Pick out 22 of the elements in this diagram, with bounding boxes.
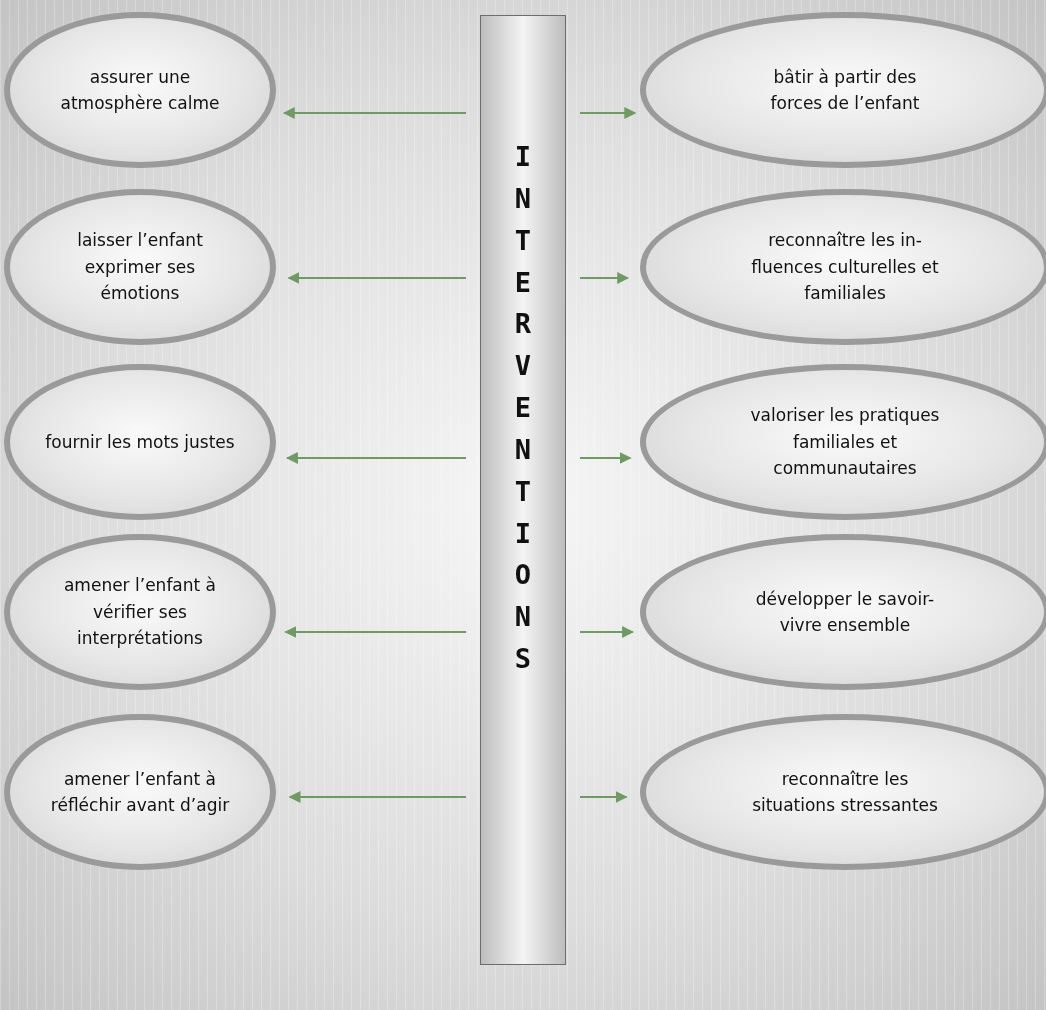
arrow	[284, 626, 467, 638]
arrow	[288, 791, 467, 803]
ellipse-text: valoriser les pratiques familiales et communautaires	[749, 404, 941, 481]
vertical-title: INTERVENTIONS	[513, 140, 533, 677]
arrow	[579, 791, 628, 803]
ellipse-text: développer le savoir-vivre ensemble	[754, 587, 936, 637]
ellipse-text: reconnaître les in-fluences culturelles et familiales	[750, 229, 940, 306]
ellipse-text: laisser l’enfant exprimer ses émotions	[76, 229, 204, 306]
ellipse-text: fournir les mots justes	[45, 430, 235, 454]
arrow	[285, 452, 467, 464]
ellipse-text: amener l’enfant à vérifier ses interprétations	[62, 574, 218, 651]
ellipse-text: reconnaître les situations stressantes	[751, 767, 939, 817]
arrow	[579, 107, 637, 119]
ellipse-text: assurer une atmosphère calme	[59, 65, 221, 115]
arrow	[579, 452, 632, 464]
title-bar	[480, 15, 566, 965]
arrow	[287, 272, 467, 284]
arrow	[579, 272, 630, 284]
ellipse-text: bâtir à partir des forces de l’enfant	[769, 65, 921, 115]
ellipse-text: amener l’enfant à réfléchir avant d’agir	[49, 767, 231, 817]
arrow	[282, 107, 467, 119]
arrow	[579, 626, 635, 638]
